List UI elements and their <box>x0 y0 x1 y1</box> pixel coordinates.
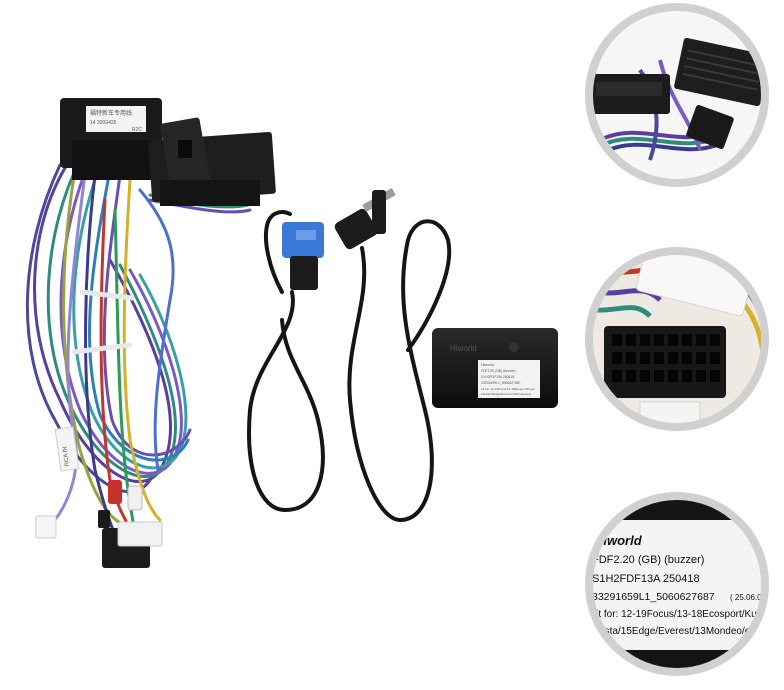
harness-connector-large <box>148 117 276 206</box>
decoder-label: Hiworld FDF2.20 (GB) (buzzer) S1H2FDF13A… <box>478 360 540 398</box>
harness-connector-label: 福特新车专用线 14 3209425 R2C <box>86 106 146 133</box>
tag-text: RCA IN <box>62 446 71 467</box>
detail-code-line: S1H2FDF13A 250418 <box>592 573 700 585</box>
decoder-box: Hiworld Hiworld FDF2.20 (GB) (buzzer) S1… <box>432 328 558 408</box>
antenna-cable <box>334 188 452 523</box>
usb-style-cable <box>247 210 325 513</box>
decoder-label-line3: S1H2FDF13A 250418 <box>481 375 514 379</box>
detail-circle-label: Hiworld FDF2.20 (GB) (buzzer) S1H2FDF13A… <box>585 492 769 676</box>
decoder-label-line4: 33291659L1_5060627687 <box>481 381 521 385</box>
decoder-label-line5: Fit for: 12-19Focus/13-18Ecosport/Kuga <box>481 387 535 391</box>
decoder-logo: Hiworld <box>450 344 477 353</box>
harness-label-line2: 14 3209425 <box>90 120 117 126</box>
decoder-label-line2: FDF2.20 (GB) (buzzer) <box>481 369 516 373</box>
detail-fit-line1: Fit for: 12-19Focus/13-18Ecosport/Kuga <box>590 609 768 620</box>
rca-plugs <box>98 480 143 528</box>
harness-label-line1: 福特新车专用线 <box>90 109 132 117</box>
angled-plug <box>334 208 378 250</box>
harness-label-line3: R2C <box>132 127 142 133</box>
small-white-plug <box>35 515 57 539</box>
detail-serial-date: ( 25.06.04 <box>730 593 767 602</box>
decoder-label-line6: Fiesta/15Edge/Everest/13Mondeo/etc <box>481 392 532 396</box>
detail1-pin-connector <box>674 37 765 107</box>
harness-white-connector <box>117 521 163 547</box>
wiring-harness: RCA IN 福特新车专用线 14 3209425 R2C <box>25 98 276 568</box>
detail-model-line: FDF2.20 (GB) (buzzer) <box>592 554 704 566</box>
detail2-black-connector <box>604 326 726 398</box>
detail-circle-connectors <box>585 3 769 187</box>
decoder-label-line1: Hiworld <box>481 362 494 367</box>
detail-serial-line: 33291659L1_5060627687 <box>592 591 715 603</box>
detail-fit-line2: /Fiesta/15Edge/Everest/13Mondeo/etc <box>588 626 758 637</box>
detail-circle-connector-face <box>585 247 769 431</box>
harness-tag: RCA IN <box>54 426 80 472</box>
